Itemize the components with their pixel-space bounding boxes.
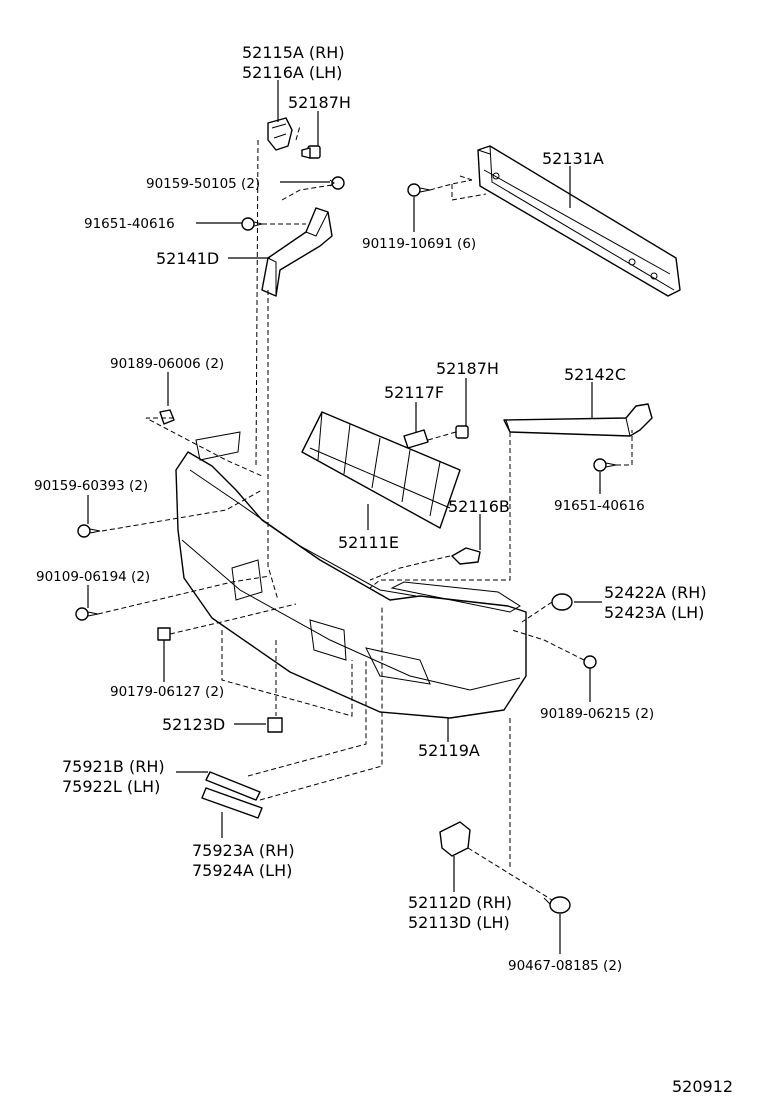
- label-52119A: 52119A: [418, 741, 480, 760]
- bolt-90119-drawing: [407, 183, 431, 197]
- label-90159-50105: 90159-50105 (2): [146, 176, 260, 192]
- label-75924A: 75924A (LH): [192, 861, 292, 880]
- leader-lines: [87, 80, 602, 954]
- label-52423A: 52423A (LH): [604, 603, 704, 622]
- label-90179: 90179-06127 (2): [110, 684, 224, 700]
- label-90189-06215: 90189-06215 (2): [540, 706, 654, 722]
- bracket-52142C-drawing: [503, 403, 653, 437]
- label-90119: 90119-10691 (6): [362, 236, 476, 252]
- bolt-90109-drawing: [75, 607, 99, 621]
- pad-52123D-drawing: [267, 717, 283, 733]
- stopper-52422A-drawing: [551, 593, 573, 611]
- bracket-52115A-drawing: [267, 117, 293, 151]
- clip-52187H-top-drawing: [301, 145, 321, 159]
- label-91651-mid: 91651-40616: [554, 498, 645, 514]
- label-90189-06006: 90189-06006 (2): [110, 356, 224, 372]
- bracket-52112D-drawing: [439, 821, 471, 857]
- bolt-90159-50105-drawing: [329, 176, 345, 190]
- label-52131A: 52131A: [542, 149, 604, 168]
- molding-75923A-drawing: [201, 787, 263, 819]
- label-75921B: 75921B (RH): [62, 757, 165, 776]
- retainer-52116B-drawing: [451, 547, 481, 565]
- part-labels: 52115A (RH) 52116A (LH) 52187H 90159-501…: [34, 43, 733, 1096]
- label-75922L: 75922L (LH): [62, 777, 160, 796]
- clip-90189-06006-drawing: [159, 409, 175, 425]
- molding-75921B-drawing: [205, 771, 261, 801]
- label-52113D: 52113D (LH): [408, 913, 510, 932]
- label-52142C: 52142C: [564, 365, 626, 384]
- label-52116B: 52116B: [448, 497, 510, 516]
- label-52141D: 52141D: [156, 249, 219, 268]
- label-52111E: 52111E: [338, 533, 399, 552]
- clip-90189-06215-drawing: [583, 655, 597, 669]
- reinforcement-52131A-drawing: [477, 145, 681, 297]
- retainer-52111E-drawing: [301, 411, 461, 529]
- alignment-lines: [97, 125, 633, 901]
- clip-52187H-mid-drawing: [455, 425, 469, 439]
- bolt-91651-mid-drawing: [593, 458, 617, 472]
- clip-52117F-drawing: [403, 429, 429, 449]
- clip-90467-drawing: [543, 896, 571, 914]
- label-52187H-top: 52187H: [288, 93, 351, 112]
- label-90159-60393: 90159-60393 (2): [34, 478, 148, 494]
- label-91651-top: 91651-40616: [84, 216, 175, 232]
- nut-90179-drawing: [157, 627, 171, 641]
- label-52123D: 52123D: [162, 715, 225, 734]
- diagram-code: 520912: [672, 1077, 733, 1096]
- label-52422A: 52422A (RH): [604, 583, 707, 602]
- label-52116A: 52116A (LH): [242, 63, 342, 82]
- label-52115A: 52115A (RH): [242, 43, 345, 62]
- label-52187H-mid: 52187H: [436, 359, 499, 378]
- label-75923A: 75923A (RH): [192, 841, 295, 860]
- bolt-90159-60393-drawing: [77, 524, 101, 538]
- label-52117F: 52117F: [384, 383, 444, 402]
- label-90467: 90467-08185 (2): [508, 958, 622, 974]
- bumper-cover-52119A-drawing: [175, 431, 527, 719]
- stay-52141D-drawing: [261, 207, 333, 297]
- label-52112D: 52112D (RH): [408, 893, 512, 912]
- label-90109: 90109-06194 (2): [36, 569, 150, 585]
- bolt-91651-top-drawing: [241, 217, 263, 231]
